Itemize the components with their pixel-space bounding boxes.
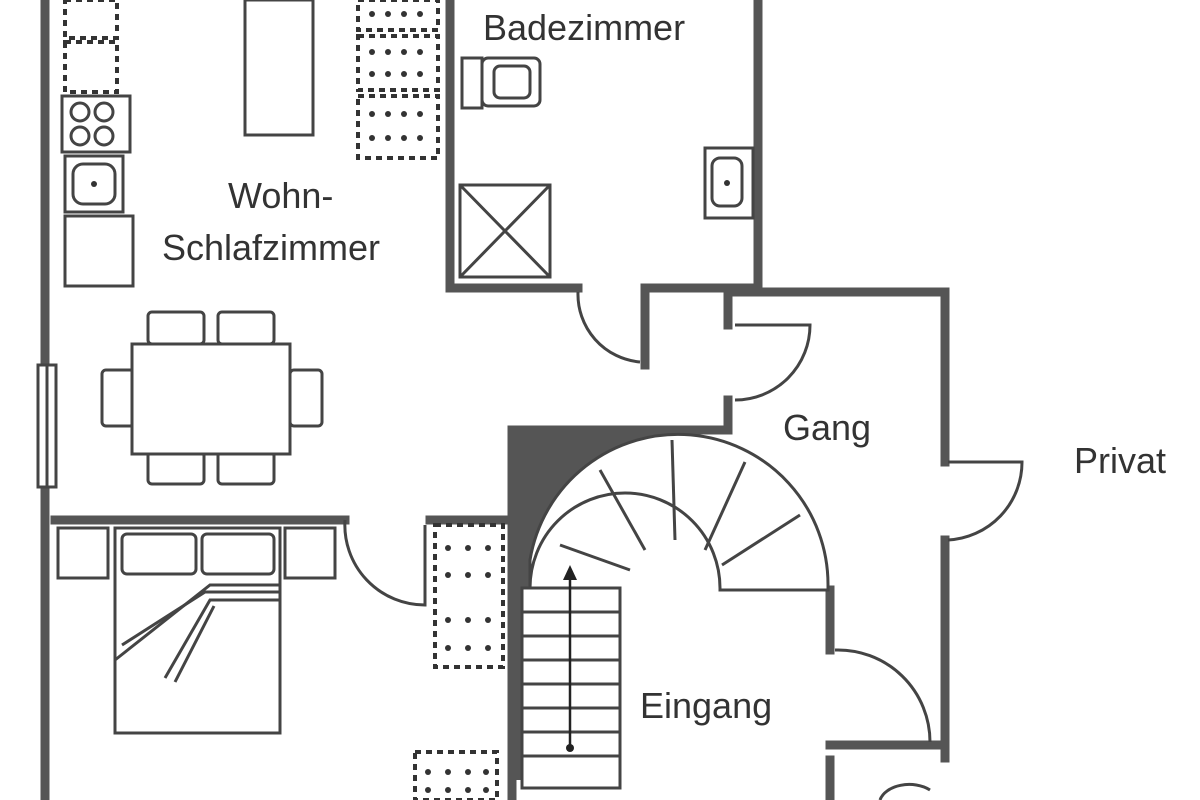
dining-table	[130, 342, 292, 456]
nightstand	[56, 526, 110, 580]
door-bathroom	[576, 291, 641, 364]
pillow	[200, 532, 276, 576]
room-label-private: Privat	[1074, 440, 1166, 481]
door-entrance	[834, 648, 932, 743]
walls	[40, 0, 950, 800]
chair	[216, 450, 276, 486]
room-label-bathroom: Badezimmer	[483, 7, 685, 48]
chair	[100, 368, 136, 428]
stove-burner-icon	[93, 125, 115, 147]
room-label-living-line2: Schlafzimmer	[162, 227, 380, 268]
chair	[146, 310, 206, 346]
kitchen-counter	[60, 0, 135, 288]
door-private	[947, 460, 1024, 542]
door-front-partial	[878, 782, 931, 800]
stove-burner-icon	[93, 101, 115, 123]
room-label-entrance: Eingang	[640, 685, 772, 726]
window-left	[36, 363, 58, 489]
fridge	[63, 214, 135, 288]
door-bedroom	[343, 519, 427, 607]
sink-basin-icon	[71, 162, 117, 206]
bathroom-fixtures	[458, 56, 755, 279]
kitchen-cabinet-top	[63, 0, 119, 40]
chair	[288, 368, 324, 428]
chair	[146, 450, 206, 486]
nightstand	[283, 526, 337, 580]
arrow-up-icon	[563, 565, 577, 580]
toilet-tank	[460, 56, 484, 110]
chair	[216, 310, 276, 346]
blanket-fold	[114, 583, 280, 662]
room-label-living-line1: Wohn-	[228, 175, 333, 216]
wardrobe-living	[356, 0, 440, 160]
stove	[60, 94, 132, 154]
room-label-hallway: Gang	[783, 407, 871, 448]
toilet-icon	[480, 56, 542, 108]
bedroom-furniture	[56, 526, 337, 735]
dining-set	[100, 310, 324, 486]
living-bench	[243, 0, 315, 137]
wardrobe-bedroom	[413, 523, 505, 800]
door-hall-left	[734, 323, 812, 402]
kitchen-cabinet	[63, 40, 119, 94]
pillow	[120, 532, 198, 576]
stove-burner-icon	[69, 101, 91, 123]
staircase	[516, 432, 830, 790]
stair-wall-fill	[516, 434, 668, 780]
stove-burner-icon	[69, 125, 91, 147]
doors	[343, 291, 1024, 800]
stair-spiral	[528, 432, 830, 592]
